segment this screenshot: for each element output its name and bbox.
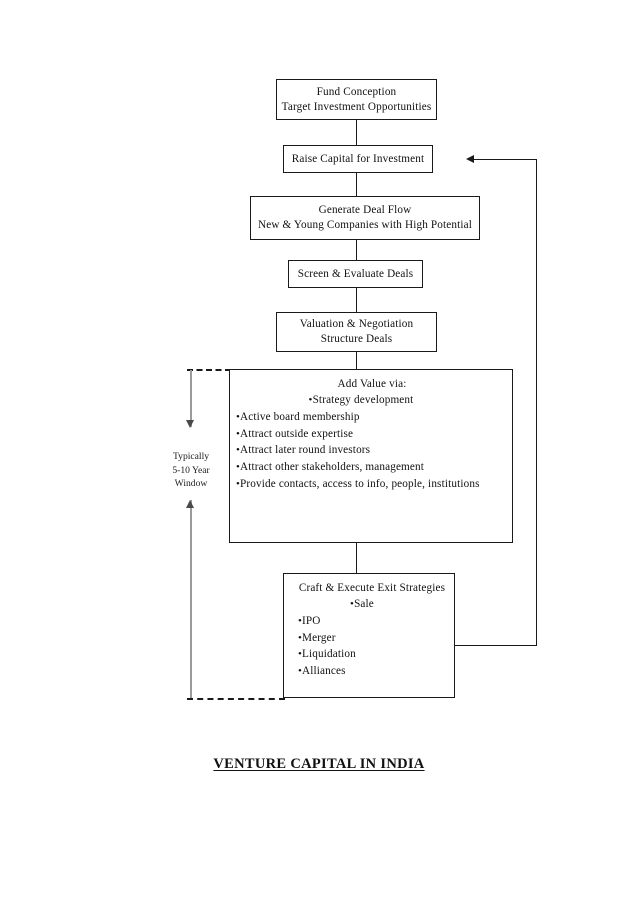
bullet-icon: • <box>298 631 303 644</box>
node-valuation-negotiation[interactable]: Valuation & Negotiation Structure Deals <box>276 312 437 352</box>
arrow-up-icon <box>186 500 194 508</box>
list-item: •Attract outside expertise <box>236 427 354 440</box>
list-item: •Active board membership <box>236 410 360 423</box>
list-item: •Provide contacts, access to info, peopl… <box>236 478 480 491</box>
connector-valuation-to-addvalue <box>356 352 357 369</box>
window-bracket-bottom <box>187 698 285 700</box>
page-title-text: VENTURE CAPITAL IN INDIA <box>213 756 425 772</box>
connector-loop-vertical <box>536 159 537 646</box>
node-fund-conception-line2: Target Investment Opportunities <box>281 100 432 113</box>
node-valuation-line2: Structure Deals <box>320 333 393 345</box>
bullet-icon: • <box>236 410 241 423</box>
window-label-line1: Typically <box>172 451 210 462</box>
node-deal-flow-line2: New & Young Companies with High Potentia… <box>257 219 473 231</box>
node-raise-capital-line1: Raise Capital for Investment <box>291 152 425 165</box>
bullet-icon: • <box>298 665 303 678</box>
list-item: •Attract other stakeholders, management <box>236 461 425 474</box>
node-fund-conception-line1: Fund Conception <box>316 85 397 98</box>
node-valuation-line1: Valuation & Negotiation <box>299 318 414 331</box>
list-item: •Attract later round investors <box>236 444 371 457</box>
bullet-icon: • <box>298 648 303 661</box>
list-item: •IPO <box>298 614 321 627</box>
node-exit-heading: Craft & Execute Exit Strategies <box>298 582 446 594</box>
bullet-icon: • <box>236 461 241 474</box>
bullet-icon: • <box>298 614 303 627</box>
arrow-down-icon <box>186 420 194 428</box>
node-screen-evaluate-line1: Screen & Evaluate Deals <box>297 267 414 280</box>
bullet-icon: • <box>308 393 313 406</box>
bullet-icon: • <box>236 478 241 491</box>
connector-fund-to-raise <box>356 120 357 145</box>
node-exit-strategies[interactable]: Craft & Execute Exit Strategies •Sale •I… <box>283 573 455 698</box>
connector-raise-to-dealflow <box>356 173 357 196</box>
bullet-icon: • <box>236 427 241 440</box>
node-exit-first-item: •Sale <box>350 597 374 610</box>
connector-dealflow-to-screen <box>356 240 357 260</box>
node-generate-deal-flow[interactable]: Generate Deal Flow New & Young Companies… <box>250 196 480 240</box>
bullet-icon: • <box>350 597 355 610</box>
window-annotation-label: Typically 5-10 Year Window <box>160 450 222 491</box>
list-item: •Alliances <box>298 665 346 678</box>
arrow-left-icon <box>466 155 474 163</box>
window-axis-upper <box>190 370 192 427</box>
window-axis-lower <box>190 500 192 698</box>
connector-screen-to-valuation <box>356 288 357 312</box>
connector-loop-to-raise-capital <box>474 159 537 160</box>
list-item: •Liquidation <box>298 648 356 661</box>
list-item: •Merger <box>298 631 336 644</box>
node-add-value[interactable]: Add Value via: •Strategy development •Ac… <box>229 369 513 543</box>
node-raise-capital[interactable]: Raise Capital for Investment <box>283 145 433 173</box>
connector-addvalue-to-exit <box>356 543 357 573</box>
node-deal-flow-line1: Generate Deal Flow <box>318 204 412 217</box>
window-label-line2: 5-10 Year <box>172 464 210 476</box>
node-screen-evaluate[interactable]: Screen & Evaluate Deals <box>288 260 423 288</box>
window-label-line3: Window <box>174 478 208 490</box>
node-fund-conception[interactable]: Fund Conception Target Investment Opport… <box>276 79 437 120</box>
node-add-value-first-item: •Strategy development <box>308 393 414 406</box>
node-exit-list: •IPO •Merger •Liquidation •Alliances <box>298 613 454 681</box>
node-add-value-heading: Add Value via: <box>337 378 407 390</box>
page-title: VENTURE CAPITAL IN INDIA <box>0 756 638 773</box>
bullet-icon: • <box>236 444 241 457</box>
node-add-value-list: •Active board membership •Attract outsid… <box>236 409 512 494</box>
connector-exit-to-loop <box>455 645 537 646</box>
window-bracket-top <box>187 369 231 371</box>
